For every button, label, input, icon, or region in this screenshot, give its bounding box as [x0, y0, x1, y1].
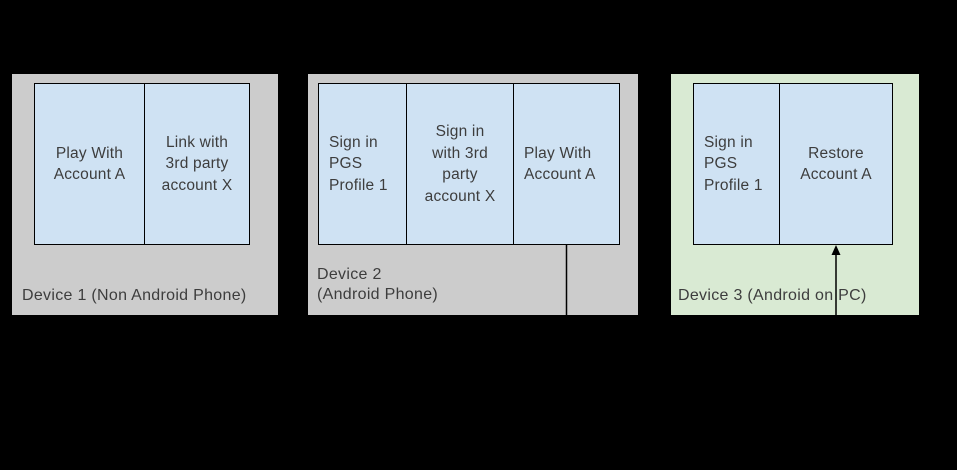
device-2-panel: Sign in PGS Profile 1 Sign in with 3rd p…	[308, 74, 638, 315]
step-sign-in-with-3rd-party-account-x: Sign in with 3rd party account X	[406, 84, 513, 244]
device-1-steps: Play With Account A Link with 3rd party …	[34, 83, 250, 245]
device-1-panel: Play With Account A Link with 3rd party …	[12, 74, 278, 315]
step-play-with-account-a: Play With Account A	[35, 84, 144, 244]
device-3-steps: Sign in PGS Profile 1 Restore Account A	[693, 83, 893, 245]
step-restore-account-a: Restore Account A	[779, 84, 892, 244]
device-3-label: Device 3 (Android on PC)	[678, 287, 867, 304]
step-sign-in-pgs-profile-1: Sign in PGS Profile 1	[694, 84, 779, 244]
step-link-with-3rd-party-account-x: Link with 3rd party account X	[144, 84, 249, 244]
device-2-steps: Sign in PGS Profile 1 Sign in with 3rd p…	[318, 83, 620, 245]
step-sign-in-pgs-profile-1: Sign in PGS Profile 1	[319, 84, 406, 244]
device-2-label: Device 2 (Android Phone)	[317, 266, 439, 303]
device-3-panel: Sign in PGS Profile 1 Restore Account A …	[671, 74, 919, 315]
device-1-label: Device 1 (Non Android Phone)	[22, 287, 247, 304]
step-play-with-account-a: Play With Account A	[513, 84, 619, 244]
